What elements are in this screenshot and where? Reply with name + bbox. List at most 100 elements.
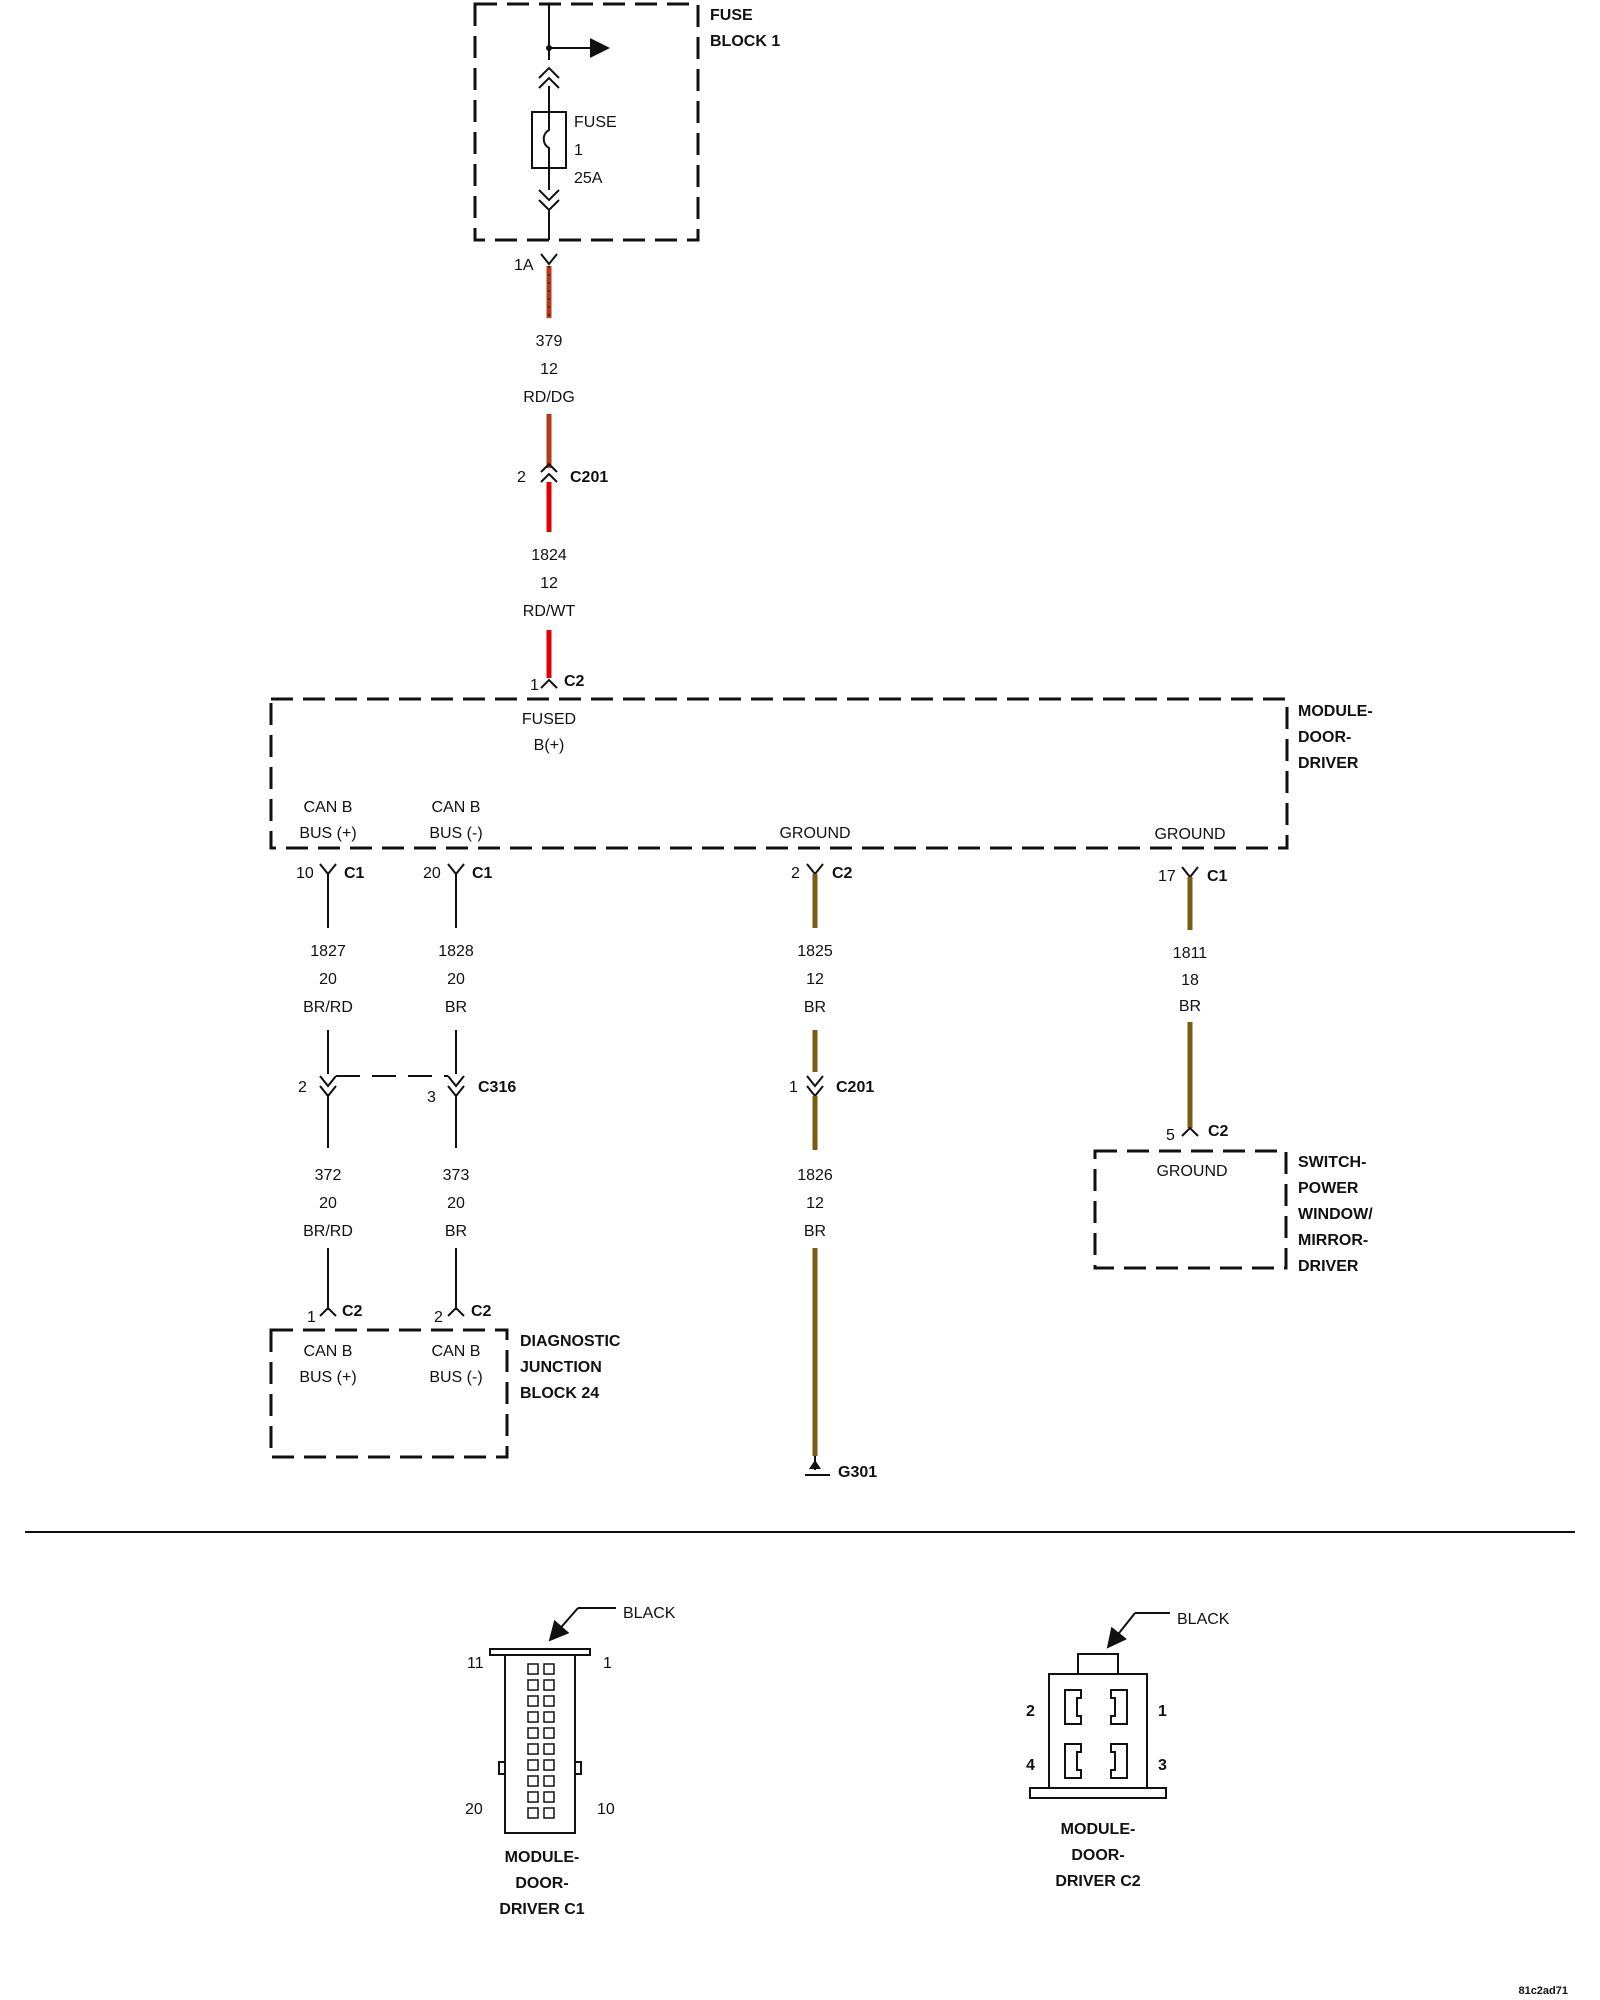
wire-1827-color: BR/RD <box>303 999 353 1016</box>
wire-1824-gauge: 12 <box>540 575 558 592</box>
c1-cavity <box>543 1807 555 1819</box>
module-door-driver: MODULE- DOOR- DRIVER FUSED B(+) CAN B BU… <box>269 697 1373 850</box>
module-c2-top-name: C2 <box>564 673 585 690</box>
switch-power-window: GROUND SWITCH- POWER WINDOW/ MIRROR- DRI… <box>1093 1149 1373 1275</box>
c1-title-3: DRIVER C1 <box>499 1901 584 1918</box>
switch-connector: C2 <box>1208 1123 1229 1140</box>
c1-cavity <box>527 1791 539 1803</box>
c1-cavity <box>527 1679 539 1691</box>
pin17-connector: C1 <box>1207 868 1228 885</box>
module-ground-2: GROUND <box>1154 826 1225 843</box>
c2-pin-1: 1 <box>1158 1703 1167 1720</box>
module-title-2: DOOR- <box>1298 729 1351 746</box>
wire-1827-gauge: 20 <box>319 971 337 988</box>
switch-title-3: WINDOW/ <box>1298 1206 1373 1223</box>
c1-cavity <box>527 1695 539 1707</box>
fuse-block-title-2: BLOCK 1 <box>710 33 780 50</box>
c2-pin-3: 3 <box>1158 1757 1167 1774</box>
wire-1824-color: RD/WT <box>523 603 576 620</box>
module-canm-2: BUS (-) <box>429 825 482 842</box>
module-ground-1: GROUND <box>779 825 850 842</box>
djb-connector-b: C2 <box>471 1303 492 1320</box>
c1-title-1: MODULE- <box>505 1849 580 1866</box>
djb-title-1: DIAGNOSTIC <box>520 1333 621 1350</box>
wire-1826-gauge: 12 <box>806 1195 824 1212</box>
c1-cavity <box>527 1743 539 1755</box>
wire-1827-circuit: 1827 <box>310 943 346 960</box>
c201-lower-pin: 1 <box>789 1079 798 1096</box>
c2-pointer-arrow-icon <box>1106 1612 1136 1649</box>
wire-1828-color: BR <box>445 999 467 1016</box>
switch-title-1: SWITCH- <box>1298 1154 1366 1171</box>
wire-379-circuit: 379 <box>536 333 563 350</box>
switch-title-4: MIRROR- <box>1298 1232 1368 1249</box>
fuse-rating: 25A <box>574 170 603 187</box>
c1-cavity <box>543 1695 555 1707</box>
switch-pin: 5 <box>1166 1127 1175 1144</box>
wire-373-circuit: 373 <box>443 1167 470 1184</box>
c2-title-2: DOOR- <box>1071 1847 1124 1864</box>
c1-color-label: BLACK <box>623 1605 676 1622</box>
module-c2-top-pin: 1 <box>530 677 539 694</box>
c316-pin-a: 2 <box>298 1079 307 1096</box>
c1-cavity <box>527 1711 539 1723</box>
switch-title-2: POWER <box>1298 1180 1359 1197</box>
module-fused-2: B(+) <box>534 737 565 754</box>
switch-ground: GROUND <box>1156 1163 1227 1180</box>
djb-connector-a: C2 <box>342 1303 363 1320</box>
pin2-connector: C2 <box>832 865 853 882</box>
diagram-id: 81c2ad71 <box>1518 1985 1568 1997</box>
c201-upper-name: C201 <box>570 469 608 486</box>
fuse-number: 1 <box>574 142 583 159</box>
c1-cavity <box>527 1663 539 1675</box>
wire-1826-circuit: 1826 <box>797 1167 833 1184</box>
wire-1824-circuit: 1824 <box>531 547 567 564</box>
c1-cavity <box>543 1791 555 1803</box>
c2-pin-2: 2 <box>1026 1703 1035 1720</box>
c316-pin-b: 3 <box>427 1089 436 1106</box>
wire-1828-gauge: 20 <box>447 971 465 988</box>
c1-cavity <box>527 1775 539 1787</box>
c201-lower-name: C201 <box>836 1079 874 1096</box>
diagnostic-junction-block: CAN B BUS (+) CAN B BUS (-) DIAGNOSTIC J… <box>269 1328 621 1459</box>
wire-373-gauge: 20 <box>447 1195 465 1212</box>
pin17-number: 17 <box>1158 868 1176 885</box>
c1-cavity <box>543 1727 555 1739</box>
module-title-3: DRIVER <box>1298 755 1359 772</box>
module-canm-1: CAN B <box>432 799 481 816</box>
djb-canm-2: BUS (-) <box>429 1369 482 1386</box>
c1-pin-20: 20 <box>465 1801 483 1818</box>
connector-c2-view: BLACK 2 1 4 3 MODULE- DOOR- DRIVER C2 <box>1026 1611 1230 1890</box>
wire-1825-circuit: 1825 <box>797 943 833 960</box>
djb-canm-1: CAN B <box>432 1343 481 1360</box>
switch-title-5: DRIVER <box>1298 1258 1359 1275</box>
fuse-block-title-1: FUSE <box>710 7 753 24</box>
c2-cavity-2 <box>1064 1689 1082 1725</box>
wire-1811-gauge: 18 <box>1181 972 1199 989</box>
djb-title-3: BLOCK 24 <box>520 1385 599 1402</box>
connector-c1-view: BLACK 11 1 20 10 MODULE- DOOR- DRIVER C1 <box>465 1605 676 1918</box>
c2-cavity-3 <box>1110 1743 1128 1779</box>
cavity-1a-label: 1A <box>514 257 534 274</box>
wire-1826-color: BR <box>804 1223 826 1240</box>
pin2-number: 2 <box>791 865 800 882</box>
c1-cavity <box>543 1711 555 1723</box>
fuse-block: FUSE BLOCK 1 FUSE 1 25A <box>473 2 780 242</box>
djb-canp-1: CAN B <box>304 1343 353 1360</box>
c2-pin-4: 4 <box>1026 1757 1035 1774</box>
switch-outline <box>1093 1149 1288 1270</box>
c2-connector-body <box>1048 1673 1148 1789</box>
wire-1828-circuit: 1828 <box>438 943 474 960</box>
djb-outline <box>269 1328 509 1459</box>
g301-label: G301 <box>838 1464 877 1481</box>
wire-1811-color: BR <box>1179 998 1201 1015</box>
c2-title-3: DRIVER C2 <box>1055 1873 1140 1890</box>
wire-372-gauge: 20 <box>319 1195 337 1212</box>
c1-cavity <box>527 1807 539 1819</box>
c1-title-2: DOOR- <box>515 1875 568 1892</box>
c1-cavities <box>527 1663 555 1819</box>
fuse-label: FUSE <box>574 114 617 131</box>
pin20-connector: C1 <box>472 865 493 882</box>
wire-372-circuit: 372 <box>315 1167 342 1184</box>
